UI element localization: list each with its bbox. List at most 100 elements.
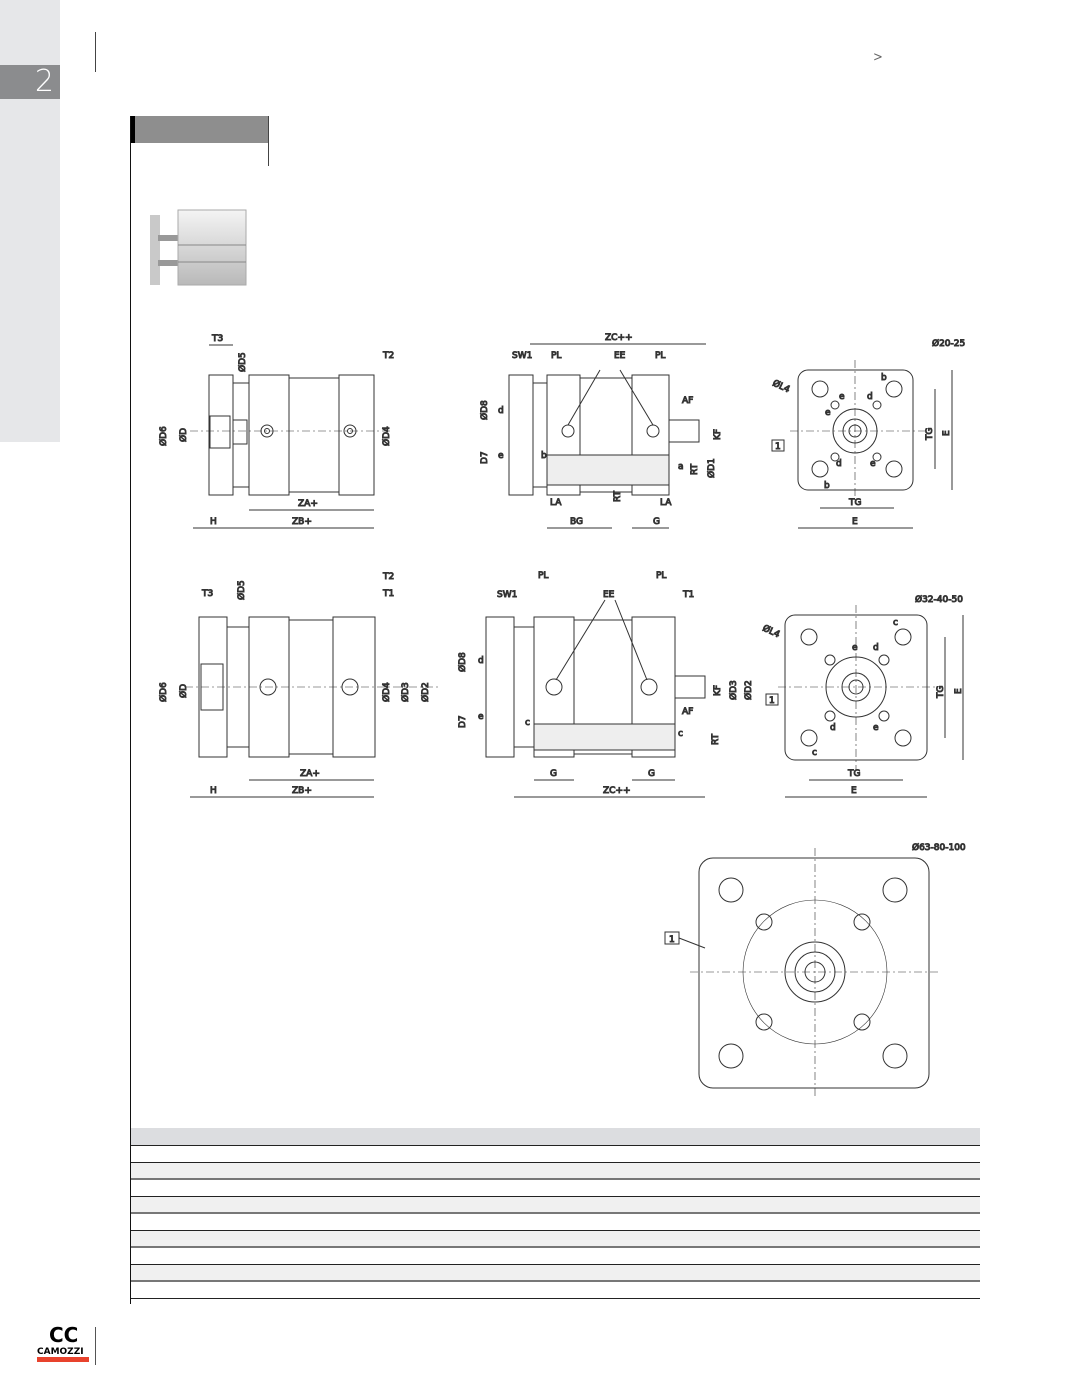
size-label: Ø63-80-100	[912, 842, 966, 853]
svg-text:CAMOZZI: CAMOZZI	[37, 1347, 84, 1357]
dim-label: c	[812, 748, 817, 758]
dim-label: ZB+	[292, 517, 312, 527]
dim-label: RT	[711, 733, 721, 745]
dim-label: b	[541, 451, 547, 461]
table-row	[131, 1163, 980, 1180]
dim-label: TG	[936, 686, 946, 699]
table-row	[131, 1248, 980, 1265]
dim-label: AF	[682, 396, 693, 406]
table-row	[131, 1265, 980, 1282]
dim-label: d	[498, 406, 504, 416]
dim-label: TG	[848, 498, 861, 508]
dim-label: e	[825, 408, 831, 418]
section-title-box	[130, 116, 268, 143]
dim-label: SW1	[497, 590, 517, 600]
table-row	[131, 1214, 980, 1231]
dim-label: T3	[201, 589, 213, 599]
dim-label: ØD6	[158, 426, 169, 446]
footer-divider	[95, 1327, 96, 1365]
dim-label: e	[498, 451, 504, 461]
dim-label: SW1	[512, 351, 532, 361]
dim-label: E	[954, 688, 964, 694]
technical-drawings: T3 ØD5 T2 ØD6 ØD ØD4 ZA+ H ZB+ ZC++ SW1 …	[158, 333, 966, 1098]
dim-label: G	[653, 517, 660, 527]
chevron-right-icon[interactable]: >	[873, 50, 883, 65]
dim-label: ØD1	[706, 458, 717, 478]
dim-label: ØD2	[743, 680, 754, 700]
dim-label: E	[852, 517, 858, 527]
table-row	[131, 1180, 980, 1197]
side-view-20-25: T3 ØD5 T2 ØD6 ØD ØD4 ZA+ H ZB+	[158, 334, 395, 529]
svg-text:CC: CC	[49, 1324, 78, 1347]
dim-label: ØD	[178, 684, 189, 698]
dim-label: RT	[690, 463, 700, 475]
dim-label: ØD8	[479, 400, 490, 420]
dim-label: TG	[925, 428, 935, 441]
dim-label: PL	[551, 351, 561, 361]
dim-label: E	[942, 430, 952, 436]
dim-label: ØD	[178, 428, 189, 442]
product-photo	[150, 209, 247, 286]
dim-label: d	[873, 643, 879, 653]
dim-label: d	[478, 656, 484, 666]
dim-label: ØD3	[728, 680, 739, 700]
dim-label: ZC++	[603, 786, 631, 796]
table-row	[131, 1197, 980, 1214]
dim-label: e	[873, 723, 879, 733]
front-view-20-25: Ø20-25 ØL4 b d e e 1 d e b TG E TG E	[770, 338, 966, 529]
dim-label: H	[210, 517, 217, 527]
table-row	[131, 1231, 980, 1248]
dim-label: e	[870, 459, 876, 469]
dim-label: LA	[550, 498, 562, 508]
dim-label: ØL4	[771, 378, 792, 396]
callout-1: 1	[769, 696, 775, 706]
dim-label: d	[836, 459, 842, 469]
dim-label: ØD4	[381, 682, 392, 702]
dim-label: T1	[382, 589, 394, 599]
dim-label: ØL4	[761, 623, 782, 641]
dim-label: ØD6	[158, 682, 169, 702]
dim-label: ZB+	[292, 786, 312, 796]
dim-label: ØD5	[237, 352, 248, 372]
dim-label: E	[851, 786, 857, 796]
dim-label: T1	[682, 590, 694, 600]
dim-label: G	[648, 769, 655, 779]
table-header	[131, 1128, 980, 1146]
dim-label: EE	[603, 590, 615, 600]
dim-label: RT	[613, 490, 623, 502]
size-label: Ø20-25	[932, 338, 965, 349]
callout-1: 1	[669, 935, 675, 945]
dim-label: ZC++	[605, 333, 633, 343]
dimensions-table	[131, 1128, 980, 1299]
dim-label: EE	[614, 351, 626, 361]
front-view-63-80-100: Ø63-80-100 1	[664, 842, 966, 1098]
dim-label: ØD4	[381, 426, 392, 446]
dim-label: e	[852, 643, 858, 653]
dim-label: KF	[713, 685, 723, 696]
side-view-32-40-50: T3 ØD5 T2 T1 ØD6 ØD ØD4 ØD3 ØD2 ZA+ H ZB…	[158, 572, 440, 798]
dim-label: BG	[570, 517, 583, 527]
dim-label: D7	[458, 715, 468, 728]
dim-label: b	[881, 373, 887, 383]
callout-1: 1	[775, 442, 781, 452]
dim-label: LA	[660, 498, 672, 508]
dim-label: D7	[480, 451, 490, 464]
dim-label: c	[893, 618, 898, 628]
header-divider	[95, 32, 96, 72]
dim-label: e	[839, 392, 845, 402]
dim-label: AF	[682, 707, 693, 717]
dim-label: PL	[656, 571, 666, 581]
dim-label: a	[678, 462, 684, 472]
dim-label: c	[525, 718, 530, 728]
dim-label: KF	[713, 429, 723, 440]
size-label: Ø32-40-50	[915, 594, 963, 605]
camozzi-logo: CC CAMOZZI	[37, 1324, 89, 1362]
dim-label: T2	[382, 351, 394, 361]
dim-label: TG	[847, 769, 860, 779]
front-view-32-40-50: Ø32-40-50 ØL4 c d e 1 d e c TG E TG E	[760, 594, 965, 798]
dim-label: ØD2	[420, 682, 431, 702]
dim-label: d	[830, 723, 836, 733]
content-border	[130, 116, 131, 1304]
section-tab[interactable]: 2	[0, 65, 60, 99]
dim-label: H	[210, 786, 217, 796]
